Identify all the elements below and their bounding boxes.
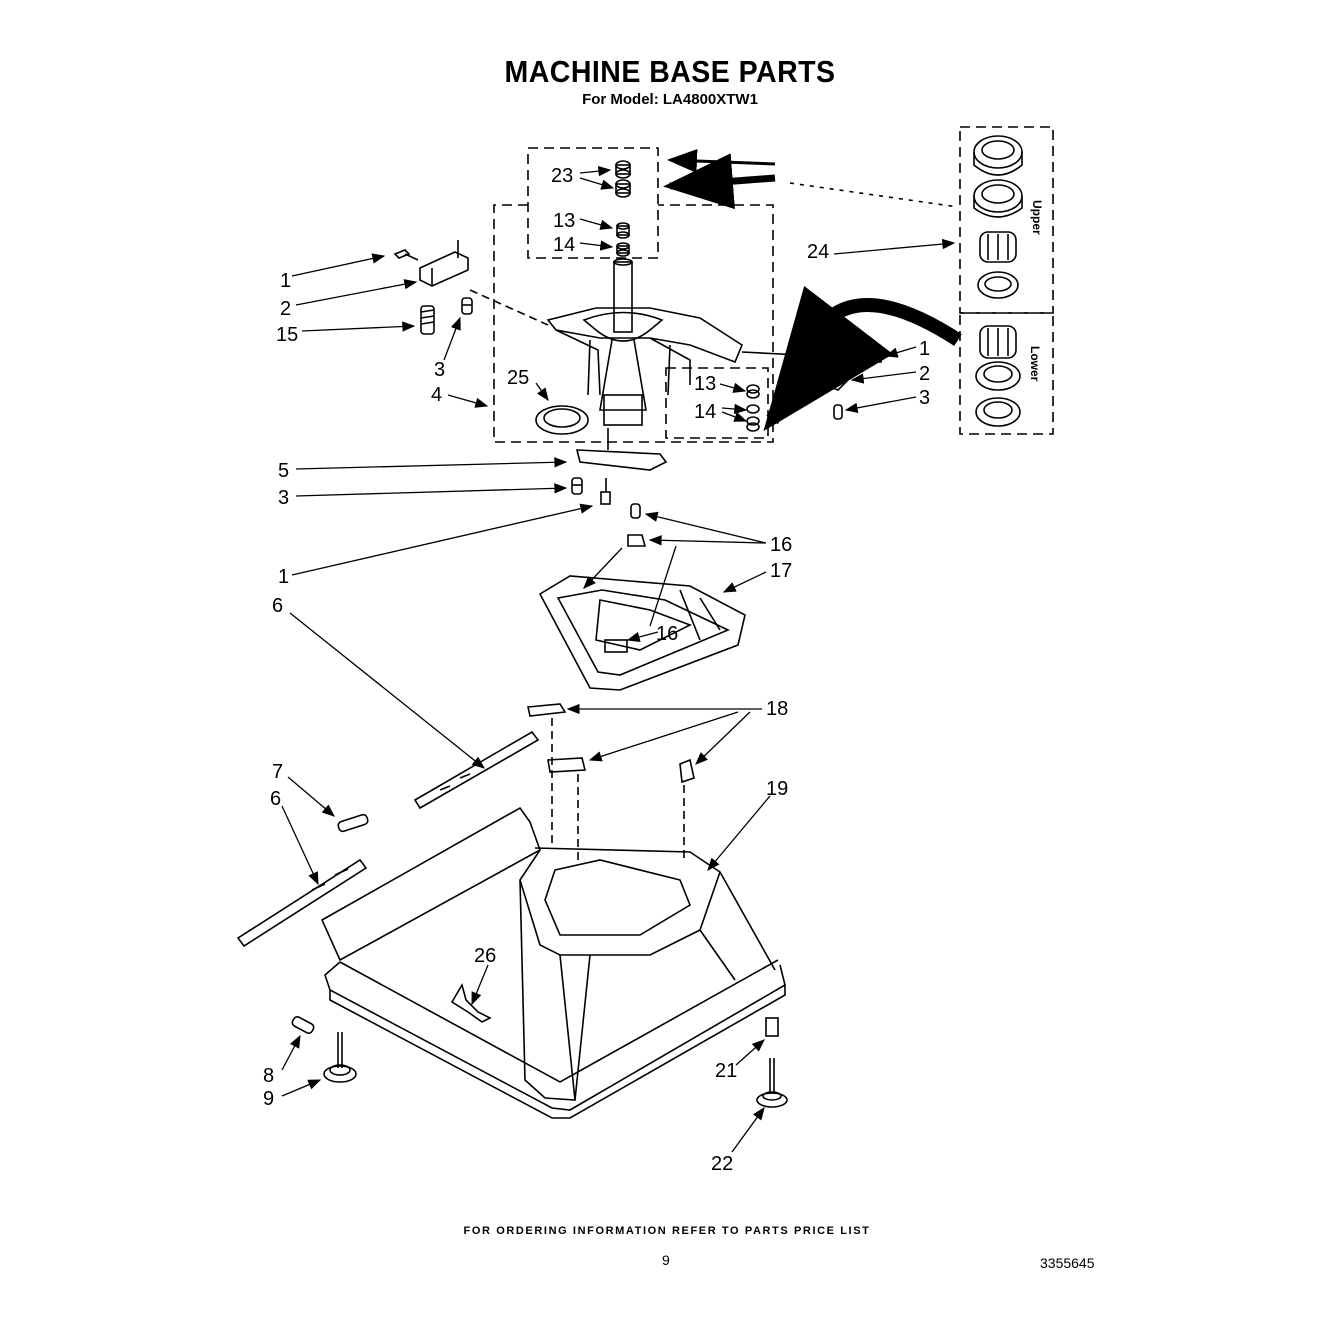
inset-label-lower: Lower [1028, 346, 1042, 382]
callout-6-b: 6 [270, 788, 281, 810]
curved-arrow [763, 285, 962, 432]
arrow-top-2 [663, 153, 776, 210]
callout-9: 9 [263, 1088, 274, 1110]
page-number: 9 [662, 1252, 670, 1268]
callout-3-right: 3 [919, 387, 930, 409]
bearing-23 [615, 160, 631, 198]
callout-6: 6 [272, 595, 283, 617]
gasket-25 [535, 405, 589, 435]
callout-labels: 1 2 15 3 4 25 23 13 14 24 1 2 3 13 14 5 … [263, 165, 930, 1175]
inset-bearing-lower-2 [975, 361, 1021, 391]
transmission-assembly-box [493, 204, 774, 443]
callout-13: 13 [553, 210, 575, 232]
callout-15: 15 [276, 324, 298, 346]
callout-26: 26 [474, 945, 496, 967]
callout-13-right: 13 [694, 373, 716, 395]
callout-3: 3 [434, 359, 445, 381]
leader-dashed-upper-left [469, 289, 549, 326]
clip-7 [337, 813, 369, 833]
callout-4: 4 [431, 384, 442, 406]
bearing-inset-upper [959, 126, 1054, 314]
callout-2: 2 [280, 298, 291, 320]
callout-19: 19 [766, 778, 788, 800]
leg-8 [291, 1016, 315, 1034]
callout-16-b: 16 [656, 623, 678, 645]
brace-6-lower [236, 858, 368, 948]
foot-9 [323, 1032, 357, 1083]
pad-18-b [547, 757, 587, 773]
clip-26 [450, 982, 492, 1023]
callout-22: 22 [711, 1153, 733, 1175]
callout-14-right: 14 [694, 401, 716, 423]
inset-bearing-upper-1 [973, 135, 1023, 176]
pad-16-b [627, 534, 647, 547]
model-subtitle: For Model: LA4800XTW1 [582, 91, 758, 108]
spring-15 [420, 305, 435, 335]
spring-3-lower [571, 477, 583, 495]
callout-7: 7 [272, 761, 283, 783]
bracket-left-2 [419, 240, 469, 287]
pad-16-c [604, 639, 628, 653]
bolt-right-1 [858, 353, 882, 363]
leader-lines [281, 165, 956, 1153]
base-frame-19 [320, 806, 786, 1119]
bearing-inset-lower [959, 312, 1054, 435]
callout-23: 23 [551, 165, 573, 187]
callout-24: 24 [807, 241, 829, 263]
callout-5: 5 [278, 460, 289, 482]
callout-21: 21 [715, 1060, 737, 1082]
callout-8: 8 [263, 1065, 274, 1087]
callout-1-right: 1 [919, 338, 930, 360]
leg-21 [765, 1017, 779, 1037]
page-title: MACHINE BASE PARTS [504, 54, 836, 89]
inset-bearing-upper-2 [973, 179, 1023, 218]
transmission-spider [546, 258, 821, 426]
bearing-14-top [616, 242, 630, 257]
inset-label-upper: Upper [1030, 200, 1044, 235]
bracket-right-2 [825, 344, 849, 391]
inset-bearing-lower-1 [979, 325, 1017, 359]
suspension-bar-5 [575, 428, 668, 471]
brace-6-upper [413, 730, 540, 810]
bearing-group-box-top [527, 147, 659, 259]
callout-14: 14 [553, 234, 575, 256]
arrow-top-1 [667, 149, 776, 174]
pad-18-c [679, 758, 695, 784]
callout-17: 17 [770, 560, 792, 582]
callout-3-lower: 3 [278, 487, 289, 509]
callout-25: 25 [507, 367, 529, 389]
bearing-13-top [616, 222, 630, 239]
document-number: 3355645 [1040, 1255, 1095, 1271]
bearing-group-box-right [665, 367, 769, 439]
inset-bearing-upper-4 [977, 271, 1019, 299]
callout-1-lower: 1 [278, 566, 289, 588]
support-plate-17 [538, 575, 746, 691]
ordering-note: FOR ORDERING INFORMATION REFER TO PARTS … [463, 1225, 871, 1237]
callout-16: 16 [770, 534, 792, 556]
callout-18: 18 [766, 698, 788, 720]
bolt-lower-1 [600, 478, 611, 505]
bearing-14-right [746, 404, 760, 432]
foot-22 [756, 1058, 788, 1108]
spring-3-right [833, 404, 843, 420]
inset-bearing-upper-3 [979, 231, 1017, 263]
bolt-left-1 [393, 249, 419, 261]
pad-18-a [527, 703, 567, 717]
pad-16-a [630, 503, 641, 519]
callout-2-right: 2 [919, 363, 930, 385]
callout-1: 1 [280, 270, 291, 292]
dashed-link-inset [789, 182, 959, 208]
bearing-13-right [746, 384, 760, 399]
inset-bearing-lower-3 [975, 397, 1021, 427]
spring-3-upper [461, 297, 473, 315]
